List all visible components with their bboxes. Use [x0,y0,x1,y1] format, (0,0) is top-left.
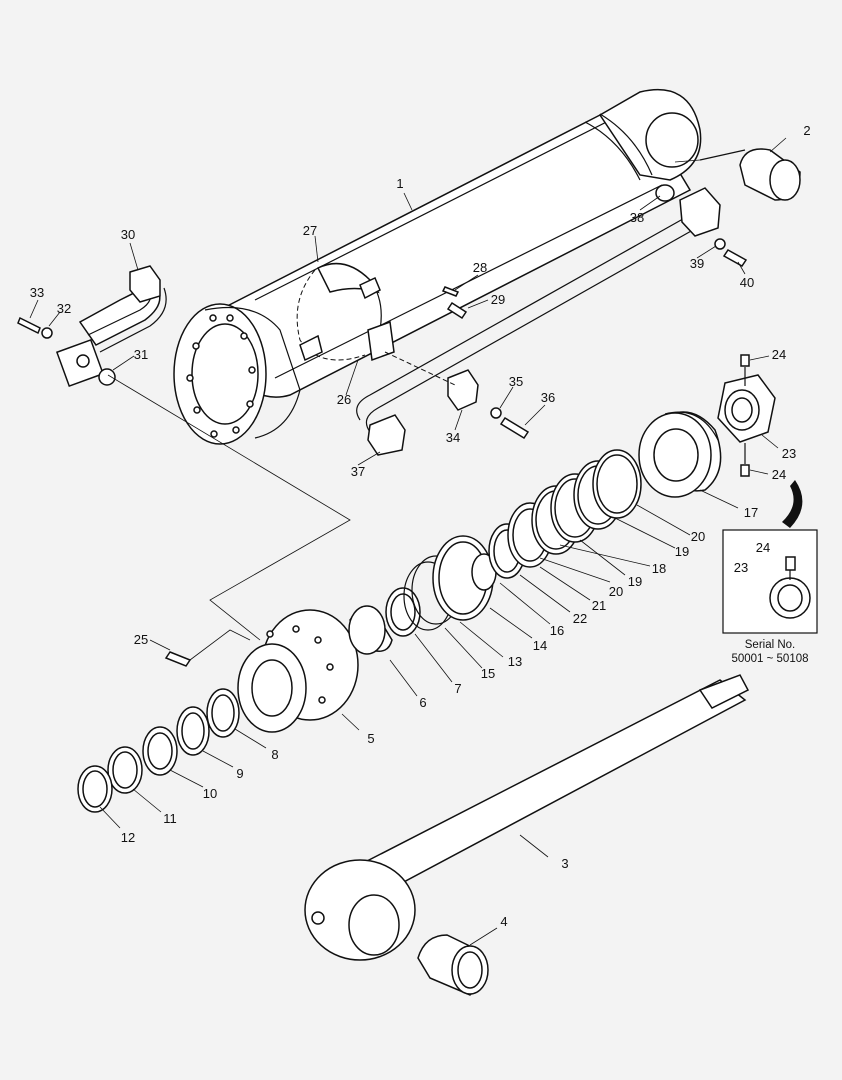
callout-36: 36 [541,390,555,405]
piston-rod-3 [304,674,750,961]
arrow-icon [782,480,803,528]
callout-1: 1 [396,176,403,191]
callout-18: 18 [652,561,666,576]
bushing-6-ring-7 [348,587,421,655]
callout-10: 10 [203,786,217,801]
callout-40: 40 [740,275,754,290]
callout-6: 6 [419,695,426,710]
callout-31: 31 [134,347,148,362]
callout-22: 22 [573,611,587,626]
callout-37: 37 [351,464,365,479]
callout-28: 28 [473,260,487,275]
rod-cover-5 [237,609,359,733]
bolts-top [17,238,748,440]
pipe-37 [356,187,721,456]
callout-30: 30 [121,227,135,242]
inset-caption-line1: Serial No. [745,639,796,651]
callout-26: 26 [337,392,351,407]
callout-8: 8 [271,747,278,762]
callout-20a: 20 [691,529,705,544]
callout-2: 2 [803,123,810,138]
callout-19b: 19 [628,574,642,589]
callout-21: 21 [592,598,606,613]
piston-17 [638,411,722,498]
leader-lines [29,137,787,946]
callout-25: 25 [134,632,148,647]
clamp-block-34 [384,351,479,411]
seal-rings-left [77,688,240,813]
callout-33: 33 [30,285,44,300]
callout-29: 29 [491,292,505,307]
clamp-band [296,262,395,362]
callout-38: 38 [630,210,644,225]
callout-24-inset: 24 [756,540,770,555]
callout-5: 5 [367,731,374,746]
piston-rings [488,449,642,579]
callout-24a: 24 [772,347,786,362]
callout-16: 16 [550,623,564,638]
cylinder-tube [173,88,702,445]
callout-4: 4 [500,914,507,929]
callout-23-inset: 23 [734,560,748,575]
callout-19a: 19 [675,544,689,559]
serial-inset: Serial No. 50001 ~ 50108 [722,529,818,665]
callout-17: 17 [744,505,758,520]
callout-35: 35 [509,374,523,389]
callout-11: 11 [163,811,177,826]
o-ring-31 [98,368,116,386]
callout-20b: 20 [609,584,623,599]
callout-13: 13 [508,654,522,669]
callout-34: 34 [446,430,460,445]
bushing-2 [699,148,801,201]
pipe-30 [55,265,167,388]
callout-23: 23 [782,446,796,461]
bushing-4 [417,934,489,996]
bolt-25 [164,651,192,667]
inset-caption-line2: 50001 ~ 50108 [731,653,808,665]
callout-24b: 24 [772,467,786,482]
callout-39: 39 [690,256,704,271]
callout-9: 9 [236,766,243,781]
callout-14: 14 [533,638,547,653]
nut-23 [717,354,776,477]
callout-12: 12 [121,830,135,845]
o-ring-38 [655,184,675,202]
callout-3: 3 [561,856,568,871]
callout-7: 7 [454,681,461,696]
callouts: 1 2 3 4 5 6 7 8 9 10 11 12 13 14 15 16 1… [30,123,811,929]
seals-13-16 [403,535,497,631]
callout-32: 32 [57,301,71,316]
callout-27: 27 [303,223,317,238]
callout-15: 15 [481,666,495,681]
